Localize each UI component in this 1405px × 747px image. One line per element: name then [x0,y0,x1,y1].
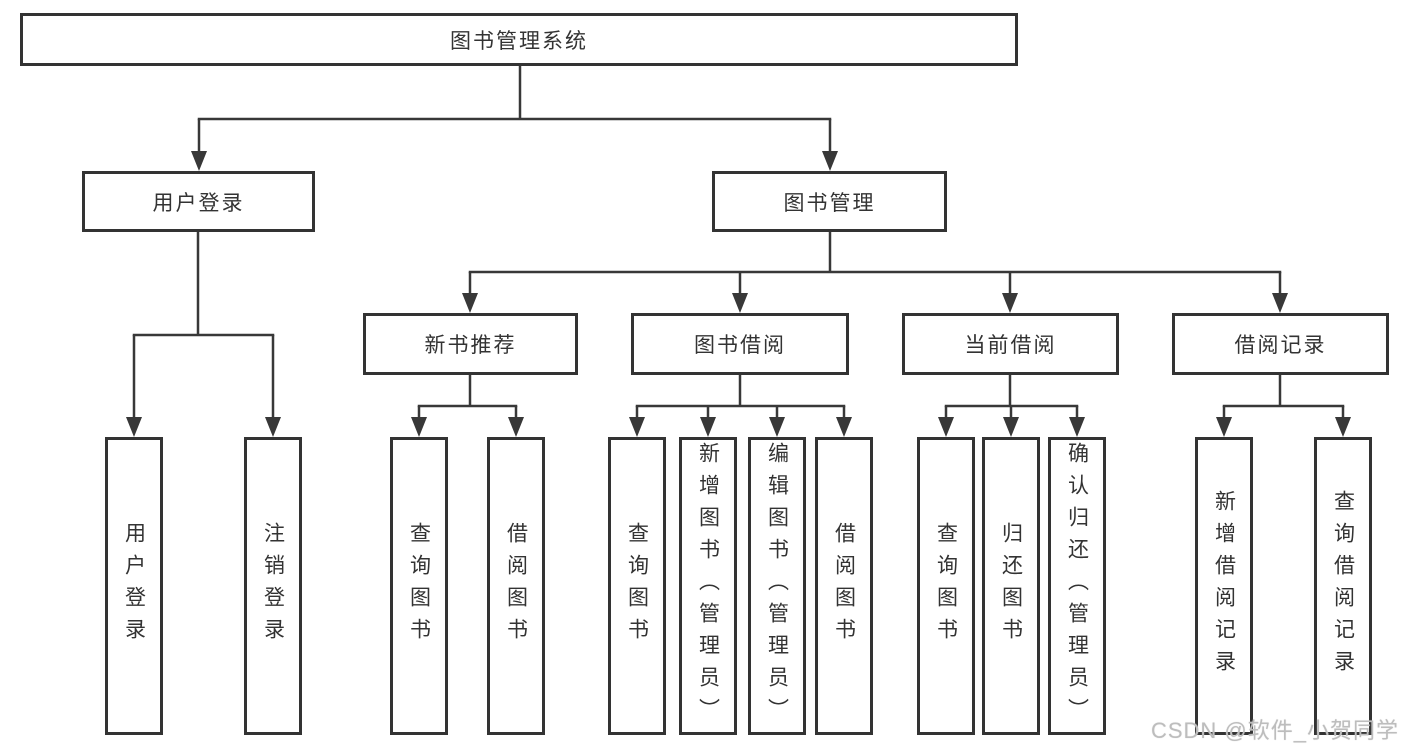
node-root: 图书管理系统 [20,13,1018,66]
leaf-newbooks-borrow: 借阅图书 [487,437,545,735]
leaf-borrow-add-admin: 新增图书（管理员） [679,437,737,735]
leaf-records-query: 查询借阅记录 [1314,437,1372,735]
watermark: CSDN @软件_小贺同学 [1150,718,1399,743]
node-new-books: 新书推荐 [363,313,578,375]
leaf-borrow-query: 查询图书 [608,437,666,735]
leaf-records-add: 新增借阅记录 [1195,437,1253,735]
leaf-current-query: 查询图书 [917,437,975,735]
leaf-borrow-edit-admin: 编辑图书（管理员） [748,437,806,735]
leaf-user-login: 用户登录 [105,437,163,735]
leaf-current-confirm-admin: 确认归还（管理员） [1048,437,1106,735]
node-current-borrow: 当前借阅 [902,313,1119,375]
node-book-borrow: 图书借阅 [631,313,849,375]
leaf-newbooks-query: 查询图书 [390,437,448,735]
node-book-mgmt: 图书管理 [712,171,947,232]
node-borrow-records: 借阅记录 [1172,313,1389,375]
leaf-current-return: 归还图书 [982,437,1040,735]
leaf-borrow-borrow: 借阅图书 [815,437,873,735]
leaf-logout: 注销登录 [244,437,302,735]
node-user-login: 用户登录 [82,171,315,232]
